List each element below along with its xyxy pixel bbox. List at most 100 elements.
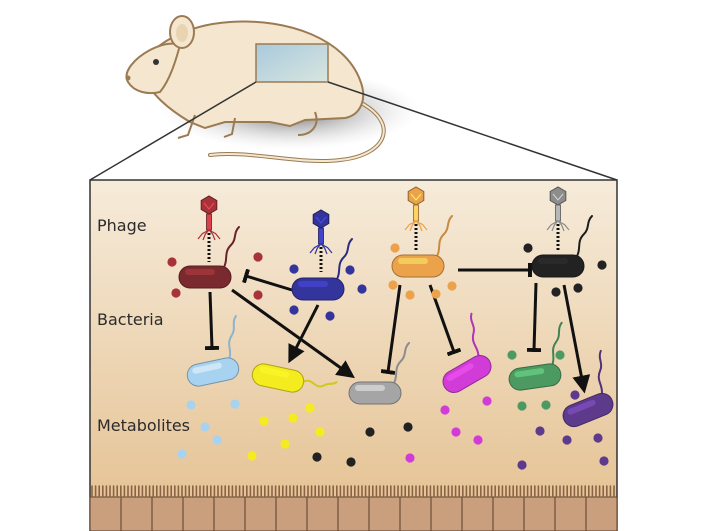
metabolite-dot	[405, 453, 415, 463]
bacterium-highlight	[192, 362, 222, 374]
bacterium-flagellum	[392, 342, 410, 386]
mouse-nose	[125, 75, 131, 81]
gut-epithelium	[89, 485, 618, 531]
metabolite-dot	[259, 416, 269, 426]
bacterium-gray	[348, 342, 410, 405]
phage-tail-fiber	[314, 243, 322, 255]
epithelial-cell	[492, 496, 525, 531]
epithelial-cell	[89, 496, 122, 531]
epithelial-cell	[461, 496, 494, 531]
epithelial-cell	[585, 496, 618, 531]
phage-capsid	[407, 186, 425, 206]
bacterium-black	[531, 215, 593, 278]
phage-tail-fiber	[409, 220, 417, 232]
mouse-eye	[153, 59, 159, 65]
phage-tail-fiber	[208, 229, 221, 240]
bacterium-flagellum	[227, 315, 237, 362]
phage-capsid-facet	[203, 202, 215, 210]
bacterium-body	[562, 392, 614, 428]
bacterium-flagellum	[302, 379, 338, 388]
bacterium-body	[348, 381, 402, 405]
metabolite-dot	[288, 413, 298, 423]
metabolite-dot	[289, 264, 299, 274]
mouse-front-leg	[177, 114, 196, 139]
phage-capsid-facet	[315, 216, 327, 224]
epithelial-cell	[182, 496, 215, 531]
bacterium-flagellum	[550, 321, 563, 368]
phage-capsid	[312, 209, 330, 229]
phage-tail-fiber	[404, 220, 417, 231]
label-metabolites: Metabolites	[97, 416, 191, 435]
epithelial-cell	[213, 496, 246, 531]
metabolite-dot	[346, 457, 356, 467]
metabolite-dot	[357, 284, 367, 294]
phages-layer	[197, 186, 570, 272]
bacterium-red	[178, 226, 240, 289]
bacterium-highlight	[259, 366, 289, 378]
phage-black	[546, 186, 570, 252]
metabolite-dot	[597, 260, 607, 270]
phage-tail	[206, 213, 212, 231]
metabolite-dot	[403, 422, 413, 432]
metabolite-dot	[535, 426, 545, 436]
inhibit-red-to-lightblue	[204, 291, 220, 351]
metabolite-dot	[405, 290, 415, 300]
phage-capsid	[549, 186, 567, 206]
mouse-illustration	[125, 15, 386, 164]
bacterium-green	[508, 321, 563, 391]
label-phage: Phage	[97, 216, 147, 235]
phage-capsid-facet	[410, 193, 422, 201]
bacterium-magenta	[442, 312, 492, 393]
bacterium-flagellum	[469, 312, 480, 360]
metabolite-dot	[451, 427, 461, 437]
phage-tail	[318, 227, 324, 245]
metabolite-dot	[289, 305, 299, 315]
bacterium-highlight	[398, 258, 428, 264]
metabolite-dot	[325, 311, 335, 321]
metabolite-dot	[431, 289, 441, 299]
metabolite-dot	[253, 290, 263, 300]
inhibit-orange-to-gray	[380, 284, 402, 375]
inhibit-red-to-blue	[242, 268, 293, 292]
phage-tail-fiber	[557, 220, 570, 231]
phage-tail	[413, 204, 419, 222]
bacterium-flagellum	[222, 226, 240, 270]
bacterium-body	[531, 254, 585, 278]
metabolite-dot	[507, 350, 517, 360]
epithelial-cell	[306, 496, 339, 531]
bacterium-flagellum	[575, 215, 593, 259]
metabolite-dot	[517, 460, 527, 470]
phage-tail-fiber	[320, 243, 333, 254]
bacterium-highlight	[446, 363, 474, 382]
epithelial-cell	[244, 496, 277, 531]
metabolite-dot	[599, 456, 609, 466]
phage-capsid	[200, 195, 218, 215]
epithelial-cell	[430, 496, 463, 531]
bacteria-layer	[178, 215, 614, 428]
metabolite-dot	[388, 280, 398, 290]
metabolite-dot	[541, 400, 551, 410]
metabolite-dot	[555, 350, 565, 360]
metabolite-dot	[247, 451, 257, 461]
metabolite-dot	[517, 401, 527, 411]
bacterium-highlight	[567, 399, 596, 415]
metabolite-dot	[280, 439, 290, 449]
phage-orange	[404, 186, 428, 252]
phage-red	[197, 195, 221, 262]
bacterium-body	[186, 357, 240, 387]
mouse-mid-leg	[223, 117, 236, 138]
bacterium-highlight	[538, 258, 568, 264]
metabolite-dot	[253, 252, 263, 262]
metabolite-dot	[345, 265, 355, 275]
metabolite-dot	[523, 243, 533, 253]
bacterium-flagellum	[597, 349, 603, 397]
bacterium-blue	[291, 238, 353, 301]
zoom-line-right	[327, 81, 618, 181]
interaction-lines	[204, 263, 591, 394]
activate-blue-to-yellow	[288, 304, 320, 364]
phage-tail-fiber	[546, 220, 559, 231]
metabolite-dot	[440, 405, 450, 415]
bacterium-flagellum	[335, 238, 353, 282]
inhibit-black-to-green	[526, 282, 542, 353]
